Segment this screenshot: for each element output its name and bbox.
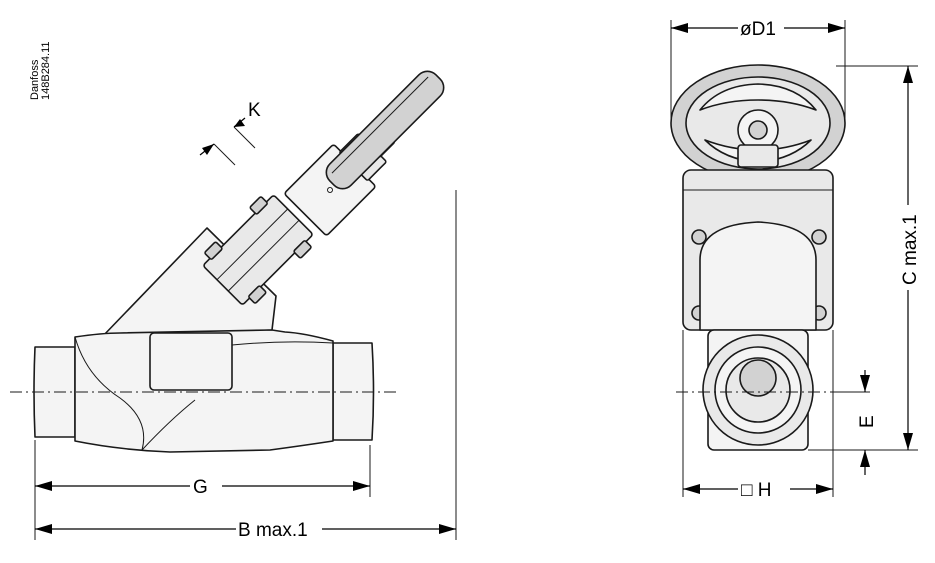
dim-d1: øD1	[671, 19, 845, 40]
dim-c-label: C max.1	[900, 214, 921, 285]
end-view: øD1 C max.1 E □ H	[670, 19, 921, 501]
dim-g: G	[35, 477, 370, 498]
dim-b: B max.1	[35, 520, 456, 541]
dim-h-label: □ H	[741, 480, 771, 501]
dim-b-label: B max.1	[238, 520, 308, 541]
reference-code: Danfoss 148B284.11	[29, 41, 52, 100]
dim-d1-label: øD1	[740, 19, 776, 40]
dim-c: C max.1	[900, 66, 921, 450]
nameplate	[149, 332, 233, 391]
right-pipe-end	[332, 342, 375, 441]
dim-e: E	[857, 370, 878, 475]
dim-h: □ H	[683, 480, 833, 501]
dim-k-label: K	[248, 100, 261, 121]
dim-g-label: G	[193, 477, 208, 498]
dim-k: K	[199, 100, 261, 166]
dim-e-label: E	[857, 415, 878, 428]
handwheel	[325, 70, 445, 190]
reference-brand: Danfoss	[29, 59, 41, 100]
reference-number: 148B284.11	[40, 41, 52, 100]
bonnet-flange	[203, 195, 313, 305]
side-view: K G B max.1	[10, 70, 457, 541]
valve-body	[74, 329, 334, 453]
